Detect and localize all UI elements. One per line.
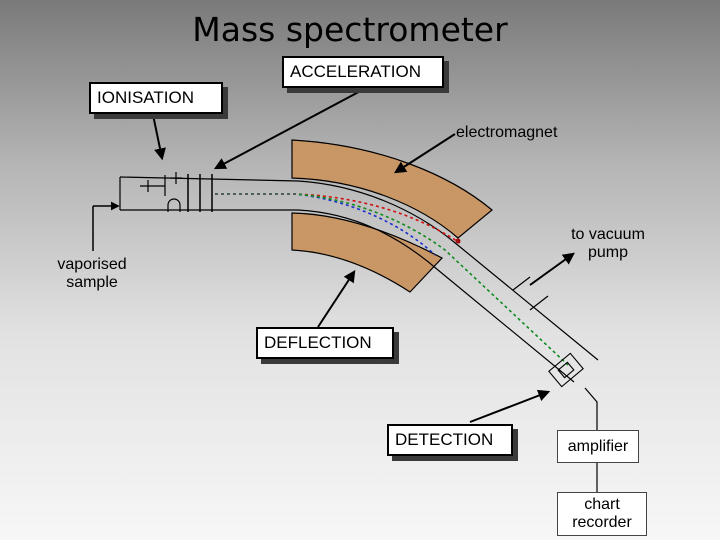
detector — [548, 352, 584, 388]
chart-recorder-box: chart recorder — [557, 492, 647, 536]
detection-label: DETECTION — [387, 424, 513, 456]
acceleration-label: ACCELERATION — [282, 56, 444, 88]
electromagnet-arrow — [393, 133, 456, 174]
page-title: Mass spectrometer — [192, 10, 508, 49]
vaporised-sample-label: vaporised sample — [40, 256, 144, 292]
electromagnet-lower-pole — [291, 212, 443, 293]
ionisation-arrow — [151, 109, 166, 161]
vacuum-label-line2: pump — [587, 244, 629, 261]
amplifier-box: amplifier — [557, 430, 639, 463]
vacuum-pump-arrow — [529, 252, 575, 286]
accelerating-plates — [187, 174, 213, 212]
electromagnet-upper-pole — [291, 139, 493, 239]
ion-beam-blue — [215, 193, 436, 256]
ion-beam-red — [215, 193, 461, 244]
recorder-label-line2: recorder — [572, 514, 632, 531]
flight-tube-upper-wall — [119, 176, 599, 361]
recorder-label-line1: chart — [584, 496, 620, 513]
vacuum-label-line1: to vacuum — [571, 226, 645, 243]
sample-label-line2: sample — [66, 274, 118, 291]
detection-arrow — [469, 389, 551, 423]
beam-impact-dot — [455, 238, 461, 244]
electromagnet-label: electromagnet — [456, 124, 558, 141]
vacuum-pump-label: to vacuum pump — [556, 226, 660, 262]
deflection-arrow — [317, 269, 356, 328]
acceleration-arrow — [213, 86, 369, 170]
sample-label-line1: vaporised — [57, 256, 127, 273]
flight-tube-lower-wall — [120, 209, 575, 383]
ion-beam-green — [215, 193, 569, 366]
ionisation-label: IONISATION — [89, 82, 223, 114]
deflection-label: DEFLECTION — [256, 327, 394, 359]
detector-amplifier-wire — [584, 387, 598, 430]
vacuum-port — [512, 276, 549, 311]
ionisation-filament — [140, 172, 182, 212]
